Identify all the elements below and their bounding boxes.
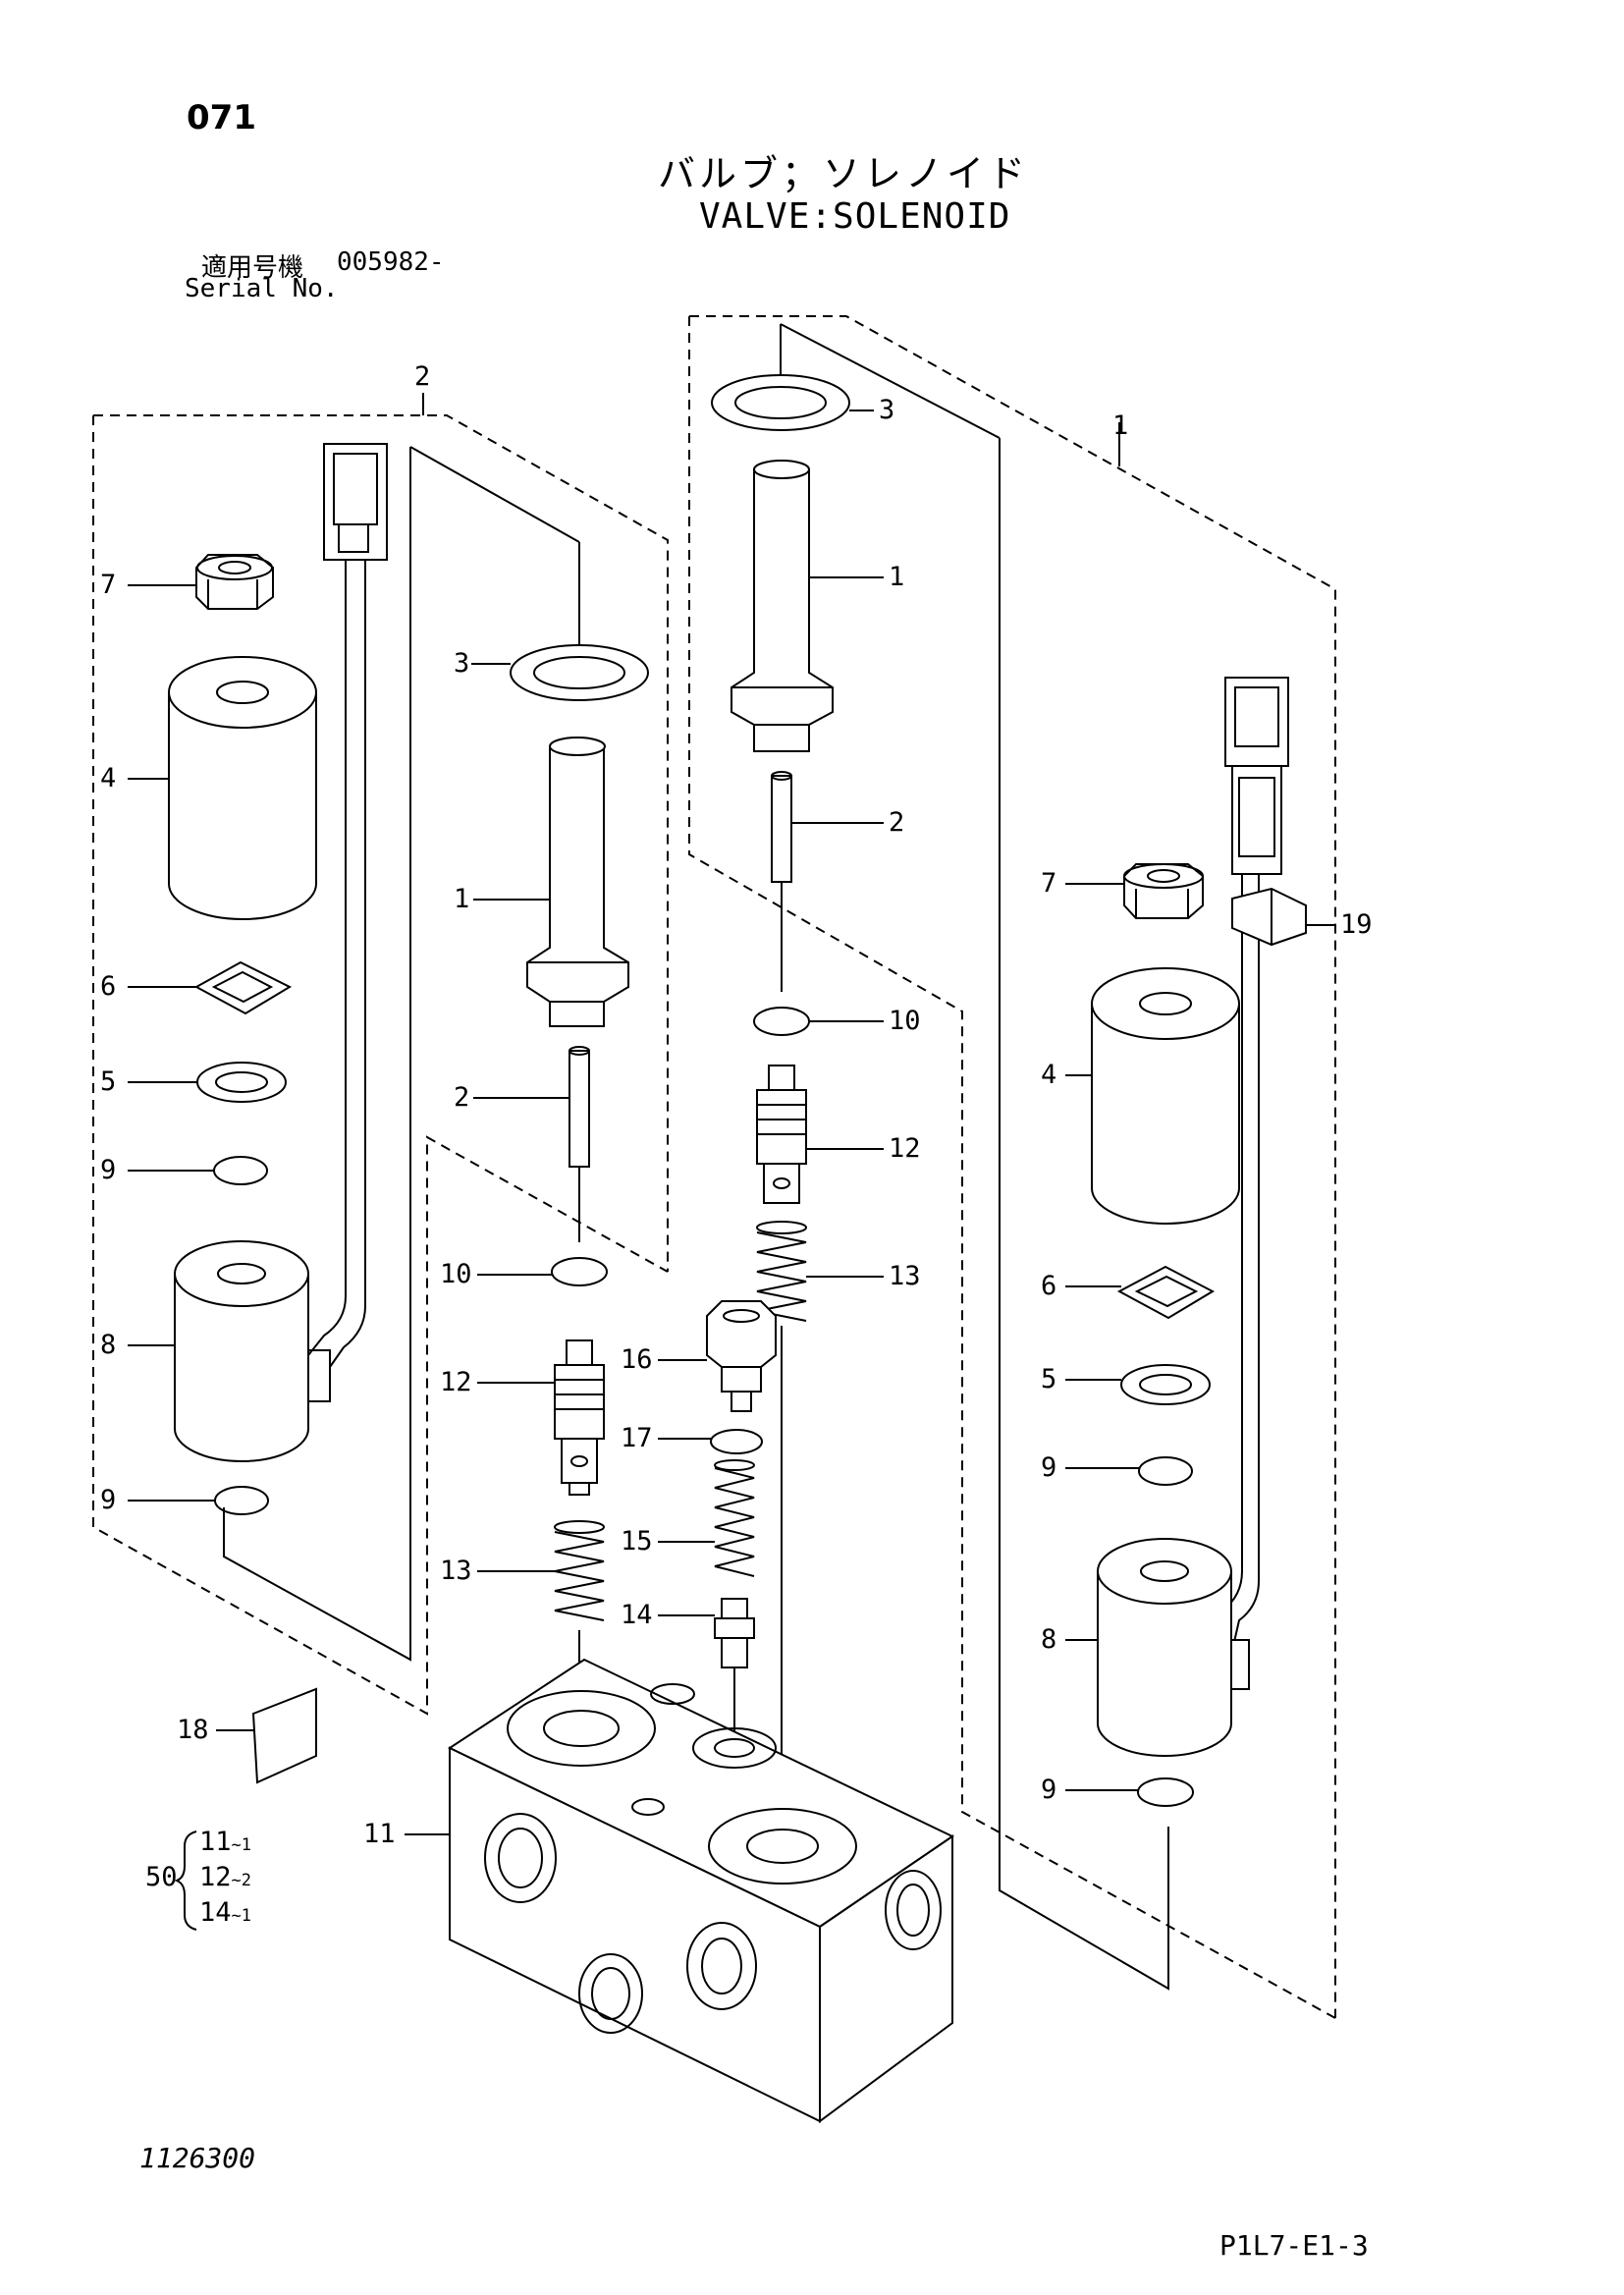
page-number: 071 [187, 98, 256, 137]
valve-16 [706, 1300, 777, 1412]
callout-12-mid: 12 [440, 1367, 472, 1397]
callout-15: 15 [621, 1526, 653, 1557]
spool-12-center [756, 1065, 807, 1204]
callout-9-left-b: 9 [100, 1485, 117, 1515]
callout-18: 18 [177, 1715, 209, 1745]
plate-6-right [1116, 1265, 1216, 1320]
oring-9-left-b [214, 1486, 269, 1515]
title-english: VALVE:SOLENOID [699, 196, 1011, 237]
spring-13-left [554, 1520, 605, 1621]
washer-3-center [711, 374, 850, 431]
oring-10-center [753, 1007, 810, 1036]
callout-3-mid: 3 [454, 648, 470, 679]
serial-value: 005982- [337, 247, 445, 277]
callout-9-right-a: 9 [1041, 1452, 1057, 1483]
page-code: P1L7-E1-3 [1219, 2229, 1369, 2262]
callout-16: 16 [621, 1344, 653, 1375]
washer-3-left [510, 644, 649, 701]
callout-17: 17 [621, 1423, 653, 1453]
callout-3-center: 3 [879, 395, 895, 425]
callout-10-mid: 10 [440, 1259, 472, 1289]
coil-8-left [174, 1240, 331, 1462]
callout-7-right: 7 [1041, 868, 1057, 899]
tube-1-left [526, 737, 629, 1027]
callout-8-right: 8 [1041, 1624, 1057, 1655]
spring-13-center [756, 1221, 807, 1322]
washer-5-right [1120, 1364, 1211, 1405]
coil-4-right [1091, 967, 1240, 1225]
callout-8-left: 8 [100, 1330, 117, 1360]
title-japanese: バルブ；ソレノイド [658, 152, 1030, 195]
kit-item-14: 14~1 [199, 1897, 251, 1928]
oring-9-right-b [1137, 1777, 1194, 1807]
callout-2-center: 2 [889, 807, 905, 838]
callout-assembly-1: 1 [1112, 410, 1129, 441]
callout-13-center: 13 [889, 1261, 921, 1291]
callout-13-mid: 13 [440, 1556, 472, 1586]
drawing-number: 1126300 [139, 2142, 256, 2174]
plate-6-left [193, 960, 293, 1015]
coil-4-left [168, 656, 317, 920]
plug-14 [714, 1598, 755, 1668]
callout-14: 14 [621, 1600, 653, 1630]
callout-10-center: 10 [889, 1006, 921, 1036]
callout-7-left: 7 [100, 570, 117, 600]
pin-2-left [568, 1046, 590, 1168]
connector-left [307, 443, 388, 1368]
oring-10-left [551, 1257, 608, 1286]
assembly-2-boundary [92, 414, 669, 1716]
callout-5-left: 5 [100, 1066, 117, 1097]
coil-8-right [1097, 1538, 1250, 1757]
connector-right [1217, 677, 1289, 1643]
callout-4-left: 4 [100, 763, 117, 793]
callout-1-center: 1 [889, 562, 905, 592]
oring-9-left-a [213, 1156, 268, 1185]
leader-lines [128, 324, 1335, 1835]
kit-item-12: 12~2 [199, 1862, 251, 1892]
callout-5-right: 5 [1041, 1364, 1057, 1394]
serial-label-japanese: 適用号機 [201, 253, 304, 283]
callout-6-right: 6 [1041, 1271, 1057, 1301]
assembly-1-boundary [688, 315, 1336, 2019]
label-plate-18 [251, 1687, 317, 1784]
nut-7-right [1123, 863, 1204, 919]
assembly-2-bracket [223, 446, 580, 1662]
spool-12-left [554, 1339, 605, 1496]
kit-brace [174, 1831, 197, 1931]
callout-2-mid: 2 [454, 1082, 470, 1113]
callout-11: 11 [363, 1819, 396, 1849]
oring-17 [710, 1429, 763, 1454]
callout-9-right-b: 9 [1041, 1775, 1057, 1805]
clip-19 [1231, 887, 1307, 947]
callout-19: 19 [1340, 909, 1373, 940]
callout-assembly-2: 2 [414, 361, 431, 392]
tube-1-center [731, 460, 834, 752]
callout-6-left: 6 [100, 971, 117, 1002]
callout-1-mid: 1 [454, 884, 470, 914]
spring-15 [714, 1459, 755, 1577]
callout-9-left-a: 9 [100, 1155, 117, 1185]
pin-2-center [771, 771, 792, 883]
callout-4-right: 4 [1041, 1060, 1057, 1090]
nut-7-left [195, 554, 274, 610]
washer-5-left [196, 1062, 287, 1103]
oring-9-right-a [1138, 1456, 1193, 1486]
valve-body-11 [447, 1658, 954, 2123]
callout-12-center: 12 [889, 1133, 921, 1164]
kit-number: 50 [145, 1862, 178, 1892]
serial-label-english: Serial No. [185, 274, 339, 303]
kit-item-11: 11~1 [199, 1827, 251, 1857]
